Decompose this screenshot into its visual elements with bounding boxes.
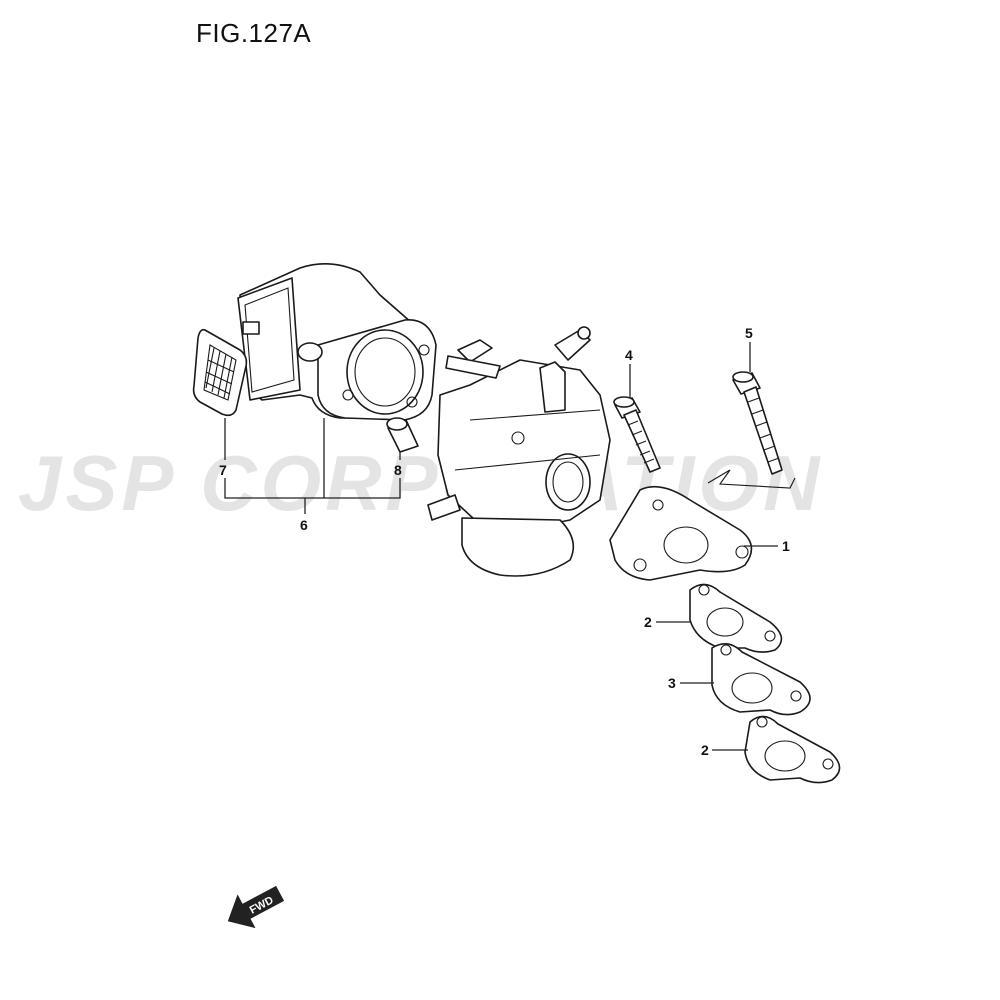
callout-7: 7 (219, 462, 227, 478)
collar (386, 417, 419, 453)
bolt-5 (732, 371, 783, 475)
callout-8: 8 (394, 462, 402, 478)
figure-title: FIG.127A (196, 18, 312, 48)
callout-labels: 1 2 3 2 4 5 6 7 8 (219, 325, 790, 758)
leader-lines (224, 342, 778, 751)
spacer-3 (711, 643, 811, 716)
gasket-2-lower (744, 715, 841, 784)
callout-6: 6 (300, 517, 308, 533)
insulator (609, 485, 753, 581)
fwd-label: FWD (248, 894, 276, 916)
callout-2-upper: 2 (644, 614, 652, 630)
callout-4: 4 (625, 347, 633, 363)
air-intake-duct (237, 263, 437, 421)
callout-5: 5 (745, 325, 753, 341)
callout-1: 1 (782, 538, 790, 554)
callout-2-lower: 2 (701, 742, 709, 758)
bolt-4 (613, 396, 661, 473)
gasket-2-upper (689, 583, 783, 653)
fwd-arrow-icon: FWD (227, 885, 285, 929)
carburetor (427, 326, 611, 577)
break-line (707, 469, 796, 489)
filter-screen (192, 328, 248, 417)
callout-3: 3 (668, 675, 676, 691)
